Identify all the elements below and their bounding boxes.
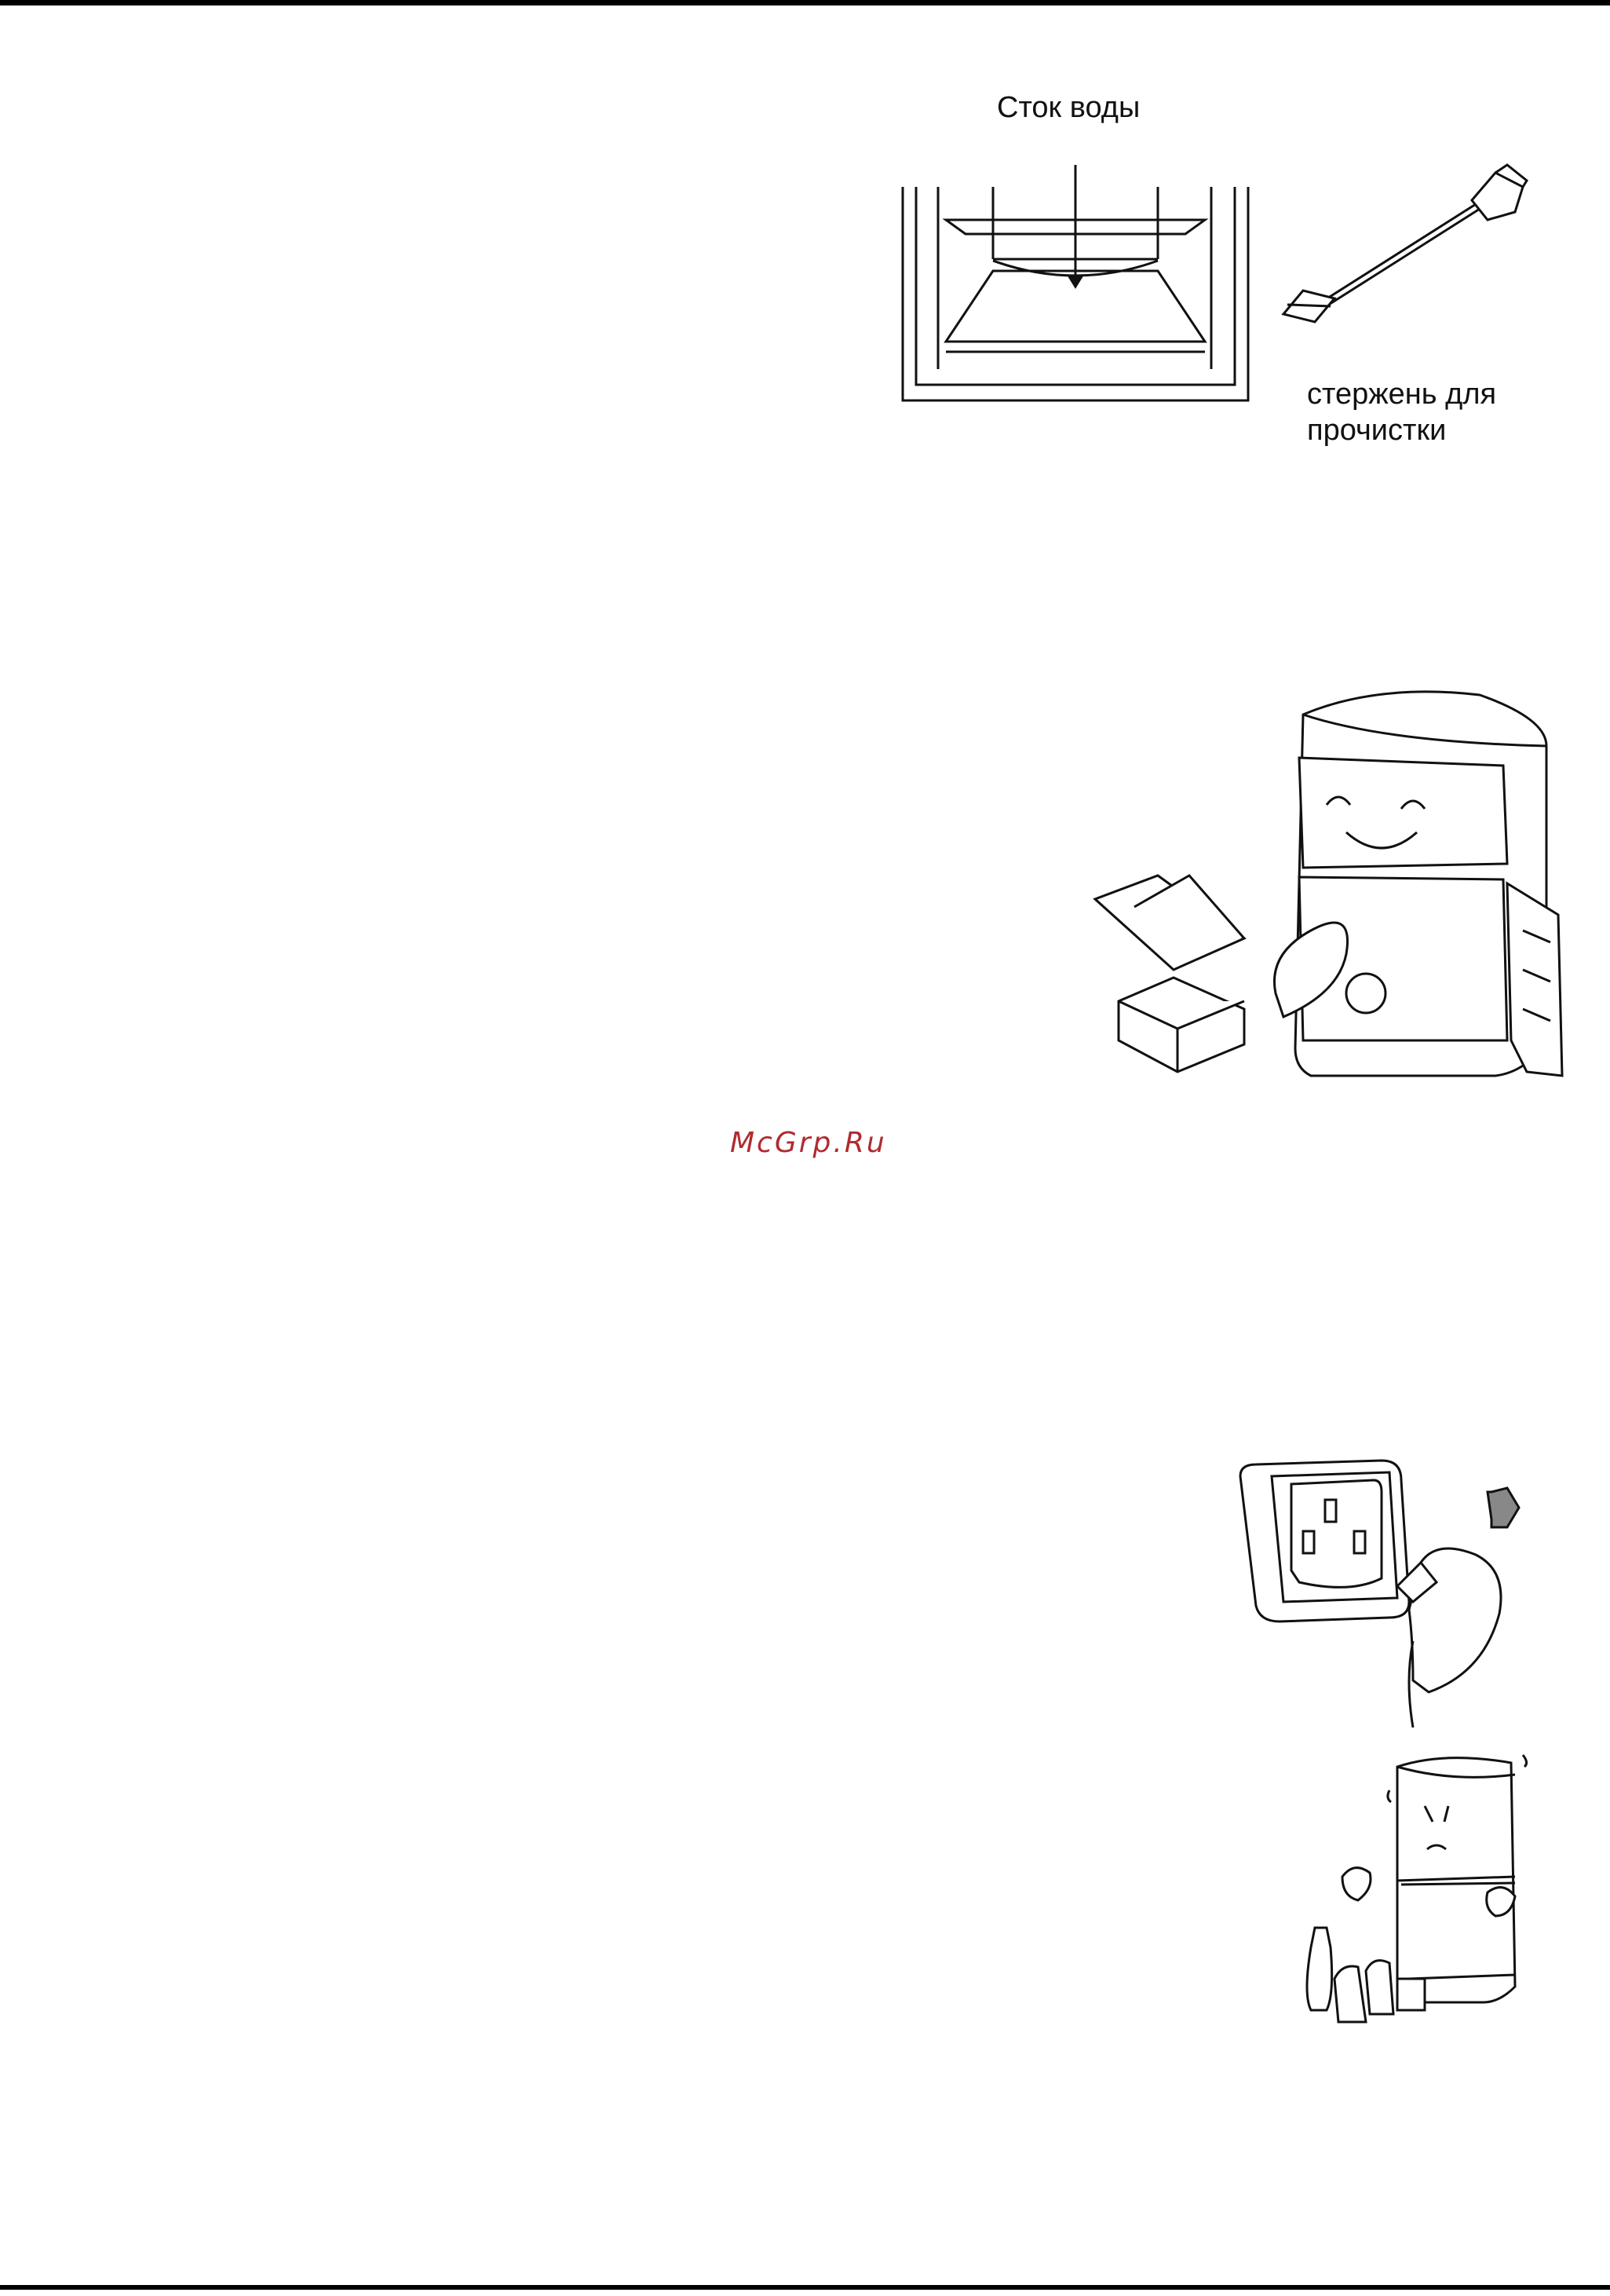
bottom-rule bbox=[0, 2285, 1610, 2290]
cleaning-rod-label-line1: стержень для bbox=[1307, 377, 1496, 413]
top-rule bbox=[0, 0, 1610, 5]
water-drain-label: Сток воды bbox=[997, 90, 1140, 126]
watermark: McGrp.Ru bbox=[730, 1127, 887, 1159]
cleaning-rod-label-line2: прочистки bbox=[1307, 413, 1496, 449]
refrigerator-cleaning-illustration bbox=[1087, 671, 1582, 1095]
cleaning-rod-label: стержень для прочистки bbox=[1307, 377, 1496, 448]
chemicals-warning-illustration bbox=[1280, 1743, 1594, 2042]
unplug-illustration bbox=[1225, 1445, 1554, 1743]
drain-figure: Сток воды стержень для прочистки bbox=[875, 55, 1597, 495]
